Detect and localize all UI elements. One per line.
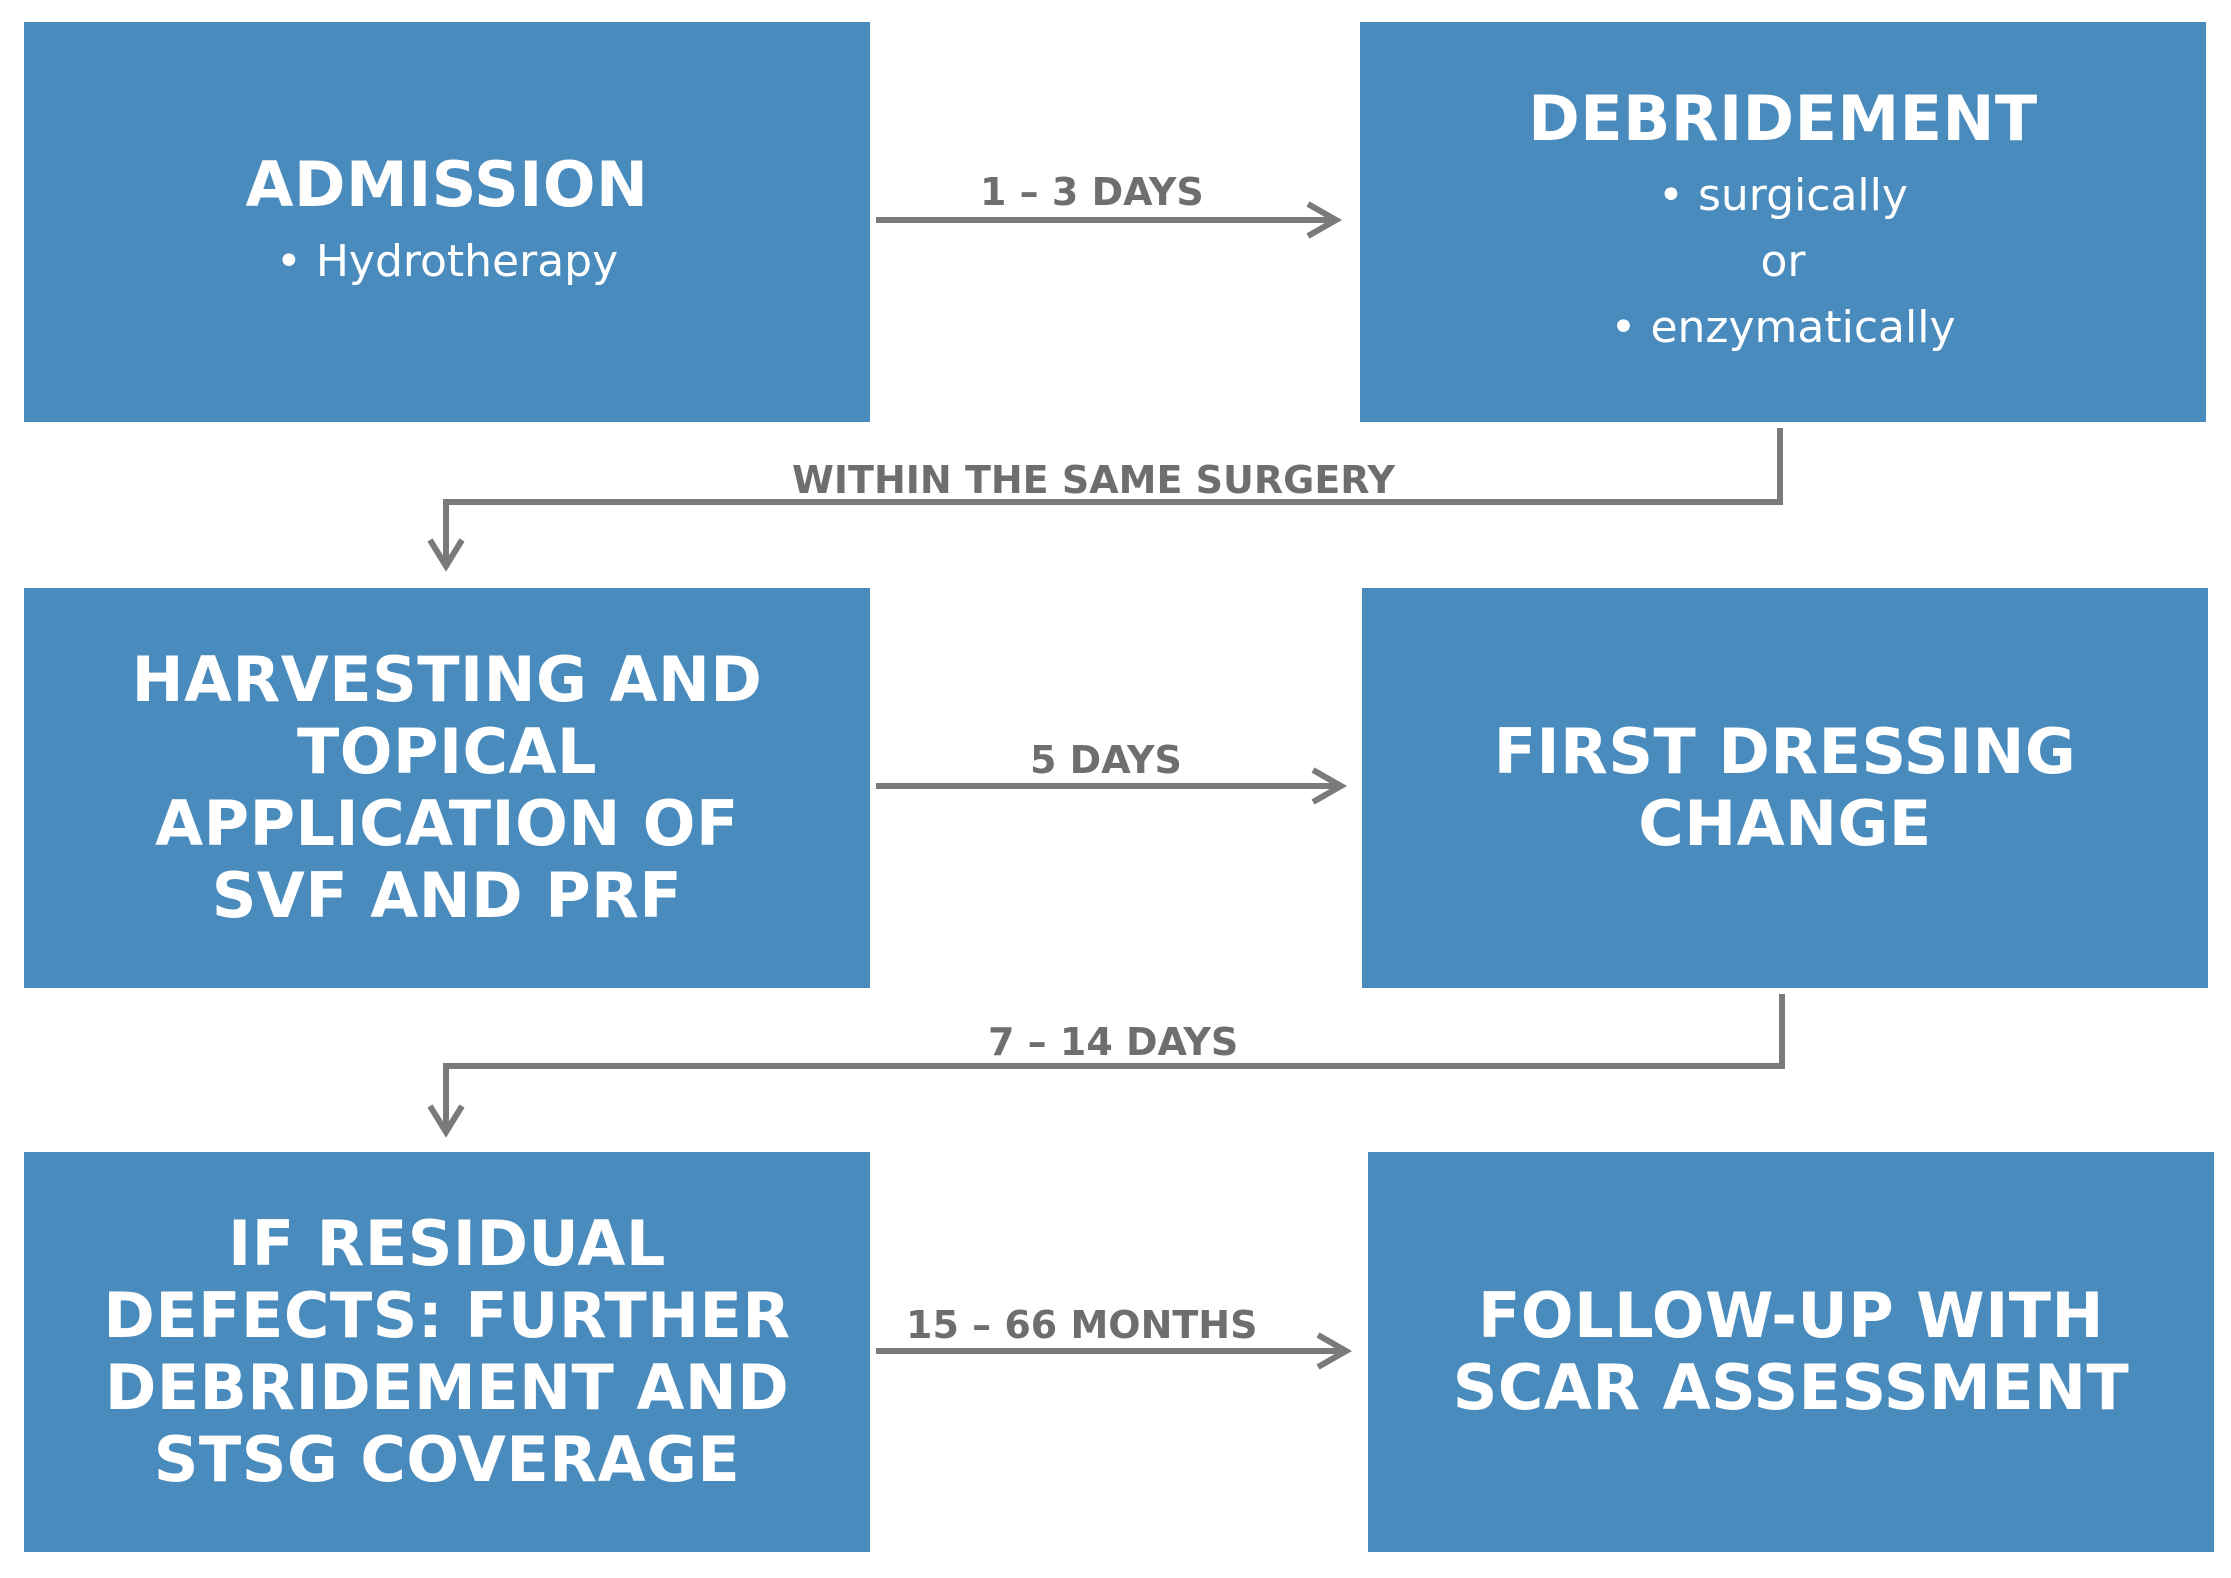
step-title-line: SCAR ASSESSMENT	[1452, 1351, 2130, 1424]
label-15-66-months: 15 – 66 MONTHS	[906, 1303, 1258, 1347]
arrow-debridement-to-harvesting	[443, 428, 1783, 565]
label-5-days: 5 DAYS	[1030, 738, 1182, 782]
label-7-14-days: 7 – 14 DAYS	[988, 1020, 1239, 1064]
label-1-3-days: 1 – 3 DAYS	[980, 170, 1204, 214]
step-title-line: DEFECTS: FURTHER	[103, 1279, 791, 1352]
step-title-line: STSG COVERAGE	[153, 1423, 741, 1496]
step-follow-up: FOLLOW-UP WITH SCAR ASSESSMENT	[1368, 1152, 2214, 1552]
step-first-dressing-change: FIRST DRESSING CHANGE	[1362, 588, 2208, 988]
step-item: surgically	[1658, 163, 1908, 229]
step-residual-defects: IF RESIDUAL DEFECTS: FURTHER DEBRIDEMENT…	[24, 1152, 870, 1552]
step-admission: ADMISSION Hydrotherapy	[24, 22, 870, 422]
step-item: enzymatically	[1611, 295, 1955, 361]
step-title-line: IF RESIDUAL	[228, 1207, 666, 1280]
step-title: DEBRIDEMENT	[1528, 82, 2038, 155]
step-title-line: DEBRIDEMENT AND	[104, 1351, 790, 1424]
step-item: Hydrotherapy	[276, 229, 618, 295]
label-within-same-surgery: WITHIN THE SAME SURGERY	[792, 458, 1395, 502]
step-title-line: FOLLOW-UP WITH	[1478, 1279, 2104, 1352]
arrowhead	[1306, 201, 1343, 239]
step-title-line: SVF AND PRF	[211, 859, 683, 932]
arrowhead	[427, 1104, 465, 1138]
step-title: ADMISSION	[245, 148, 649, 221]
arrowhead	[1311, 767, 1348, 805]
step-item: or	[1760, 236, 1806, 287]
step-title-line: CHANGE	[1638, 787, 1932, 860]
step-title-line: HARVESTING AND	[131, 643, 763, 716]
step-harvesting: HARVESTING AND TOPICAL APPLICATION OF SV…	[24, 588, 870, 988]
arrow-dressing-to-residual	[443, 994, 1785, 1131]
arrowhead	[427, 538, 465, 572]
step-title-line: APPLICATION OF	[155, 787, 739, 860]
step-title-line: TOPICAL	[297, 715, 597, 788]
arrowhead	[1316, 1332, 1353, 1370]
step-title-line: FIRST DRESSING	[1493, 715, 2077, 788]
step-debridement: DEBRIDEMENT surgically or enzymatically	[1360, 22, 2206, 422]
